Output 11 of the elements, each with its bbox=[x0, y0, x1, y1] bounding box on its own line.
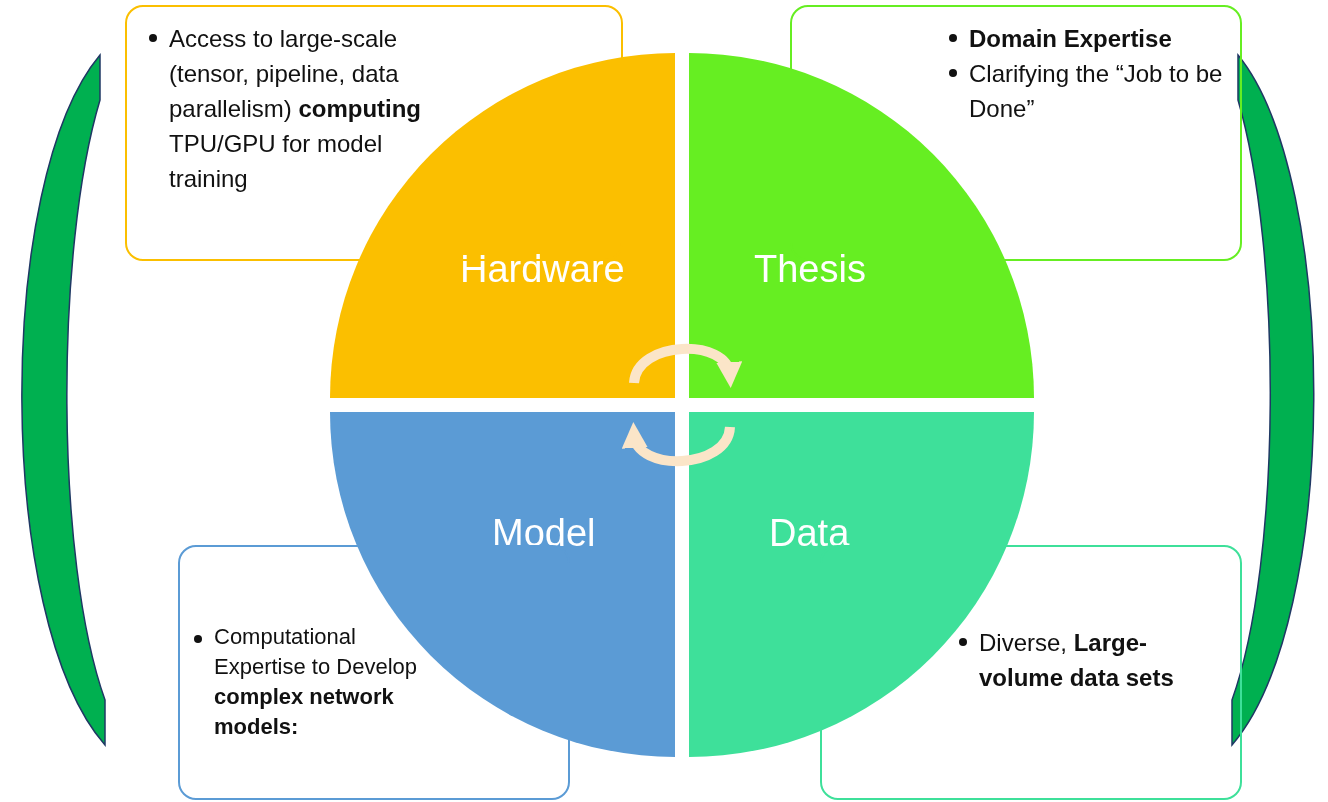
bullet-text: Clarifying the “Job to be Done” bbox=[969, 56, 1239, 126]
quadrant-label: Data bbox=[769, 512, 850, 555]
bullet-text: Diverse, Large-volume data sets bbox=[979, 625, 1199, 695]
quadrant-label: Thesis bbox=[754, 248, 866, 291]
text-card bbox=[820, 545, 1242, 800]
text-card bbox=[178, 545, 570, 800]
bullet-text: Access to large-scale (tensor, pipeline, data parallelism) computing TPU/GPU for model training bbox=[169, 21, 459, 196]
quadrant-label: Model bbox=[492, 512, 596, 555]
bullet-text: Computational Expertise to Develop complex network models: bbox=[214, 622, 444, 742]
bullet-text: Domain Expertise bbox=[969, 21, 1239, 56]
quadrant-label: Hardware bbox=[460, 248, 625, 291]
